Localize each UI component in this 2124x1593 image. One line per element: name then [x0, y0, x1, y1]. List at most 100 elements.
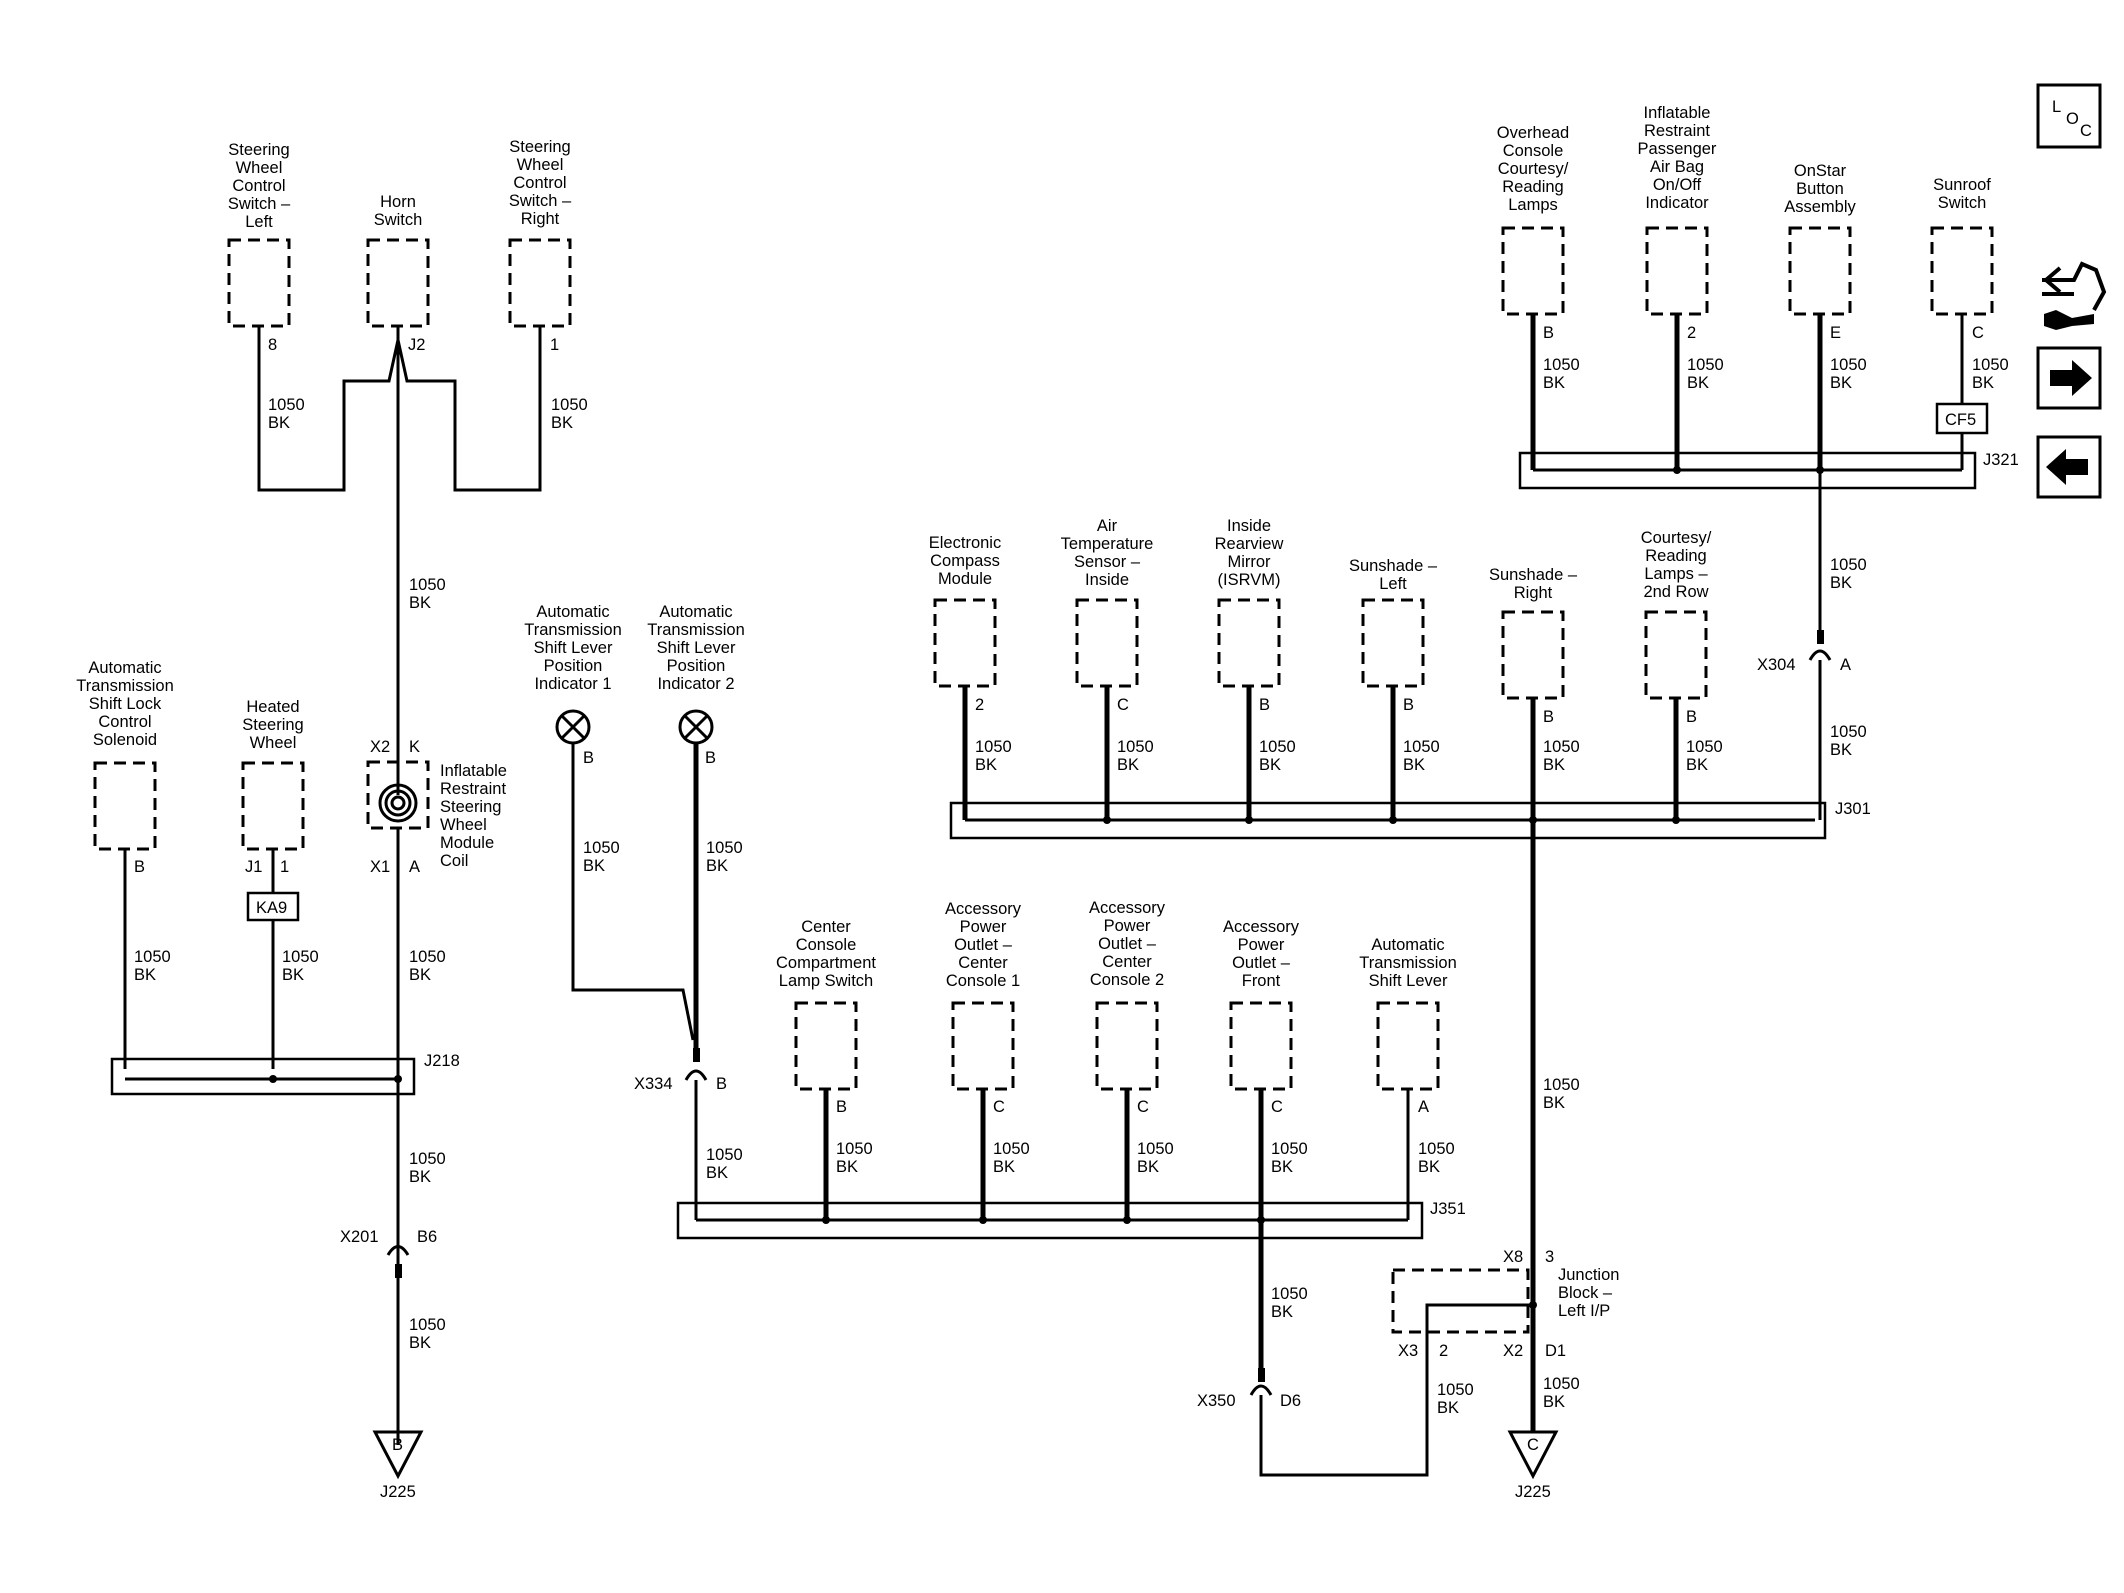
svg-text:1050: 1050 — [583, 839, 620, 857]
svg-text:BK: BK — [1117, 756, 1139, 774]
cf5-label: CF5 — [1945, 411, 1976, 429]
x350-pin — [1258, 1368, 1265, 1382]
svg-text:1050: 1050 — [1117, 738, 1154, 756]
next-page-button[interactable] — [2036, 346, 2102, 410]
sunshade-right-box — [1501, 610, 1565, 700]
wire-label-x304-down: 1050 BK — [1830, 723, 1867, 759]
svg-text:BK: BK — [1271, 1303, 1293, 1321]
svg-text:1050: 1050 — [1403, 738, 1440, 756]
jb-x8-label: X8 — [1503, 1248, 1523, 1266]
sunroof-switch-box — [1930, 226, 1994, 316]
wire-label-courtesy2: 1050 BK — [1686, 738, 1723, 774]
cf5-box — [1935, 402, 1989, 435]
svg-text:BK: BK — [134, 966, 156, 984]
heated-steering-wheel-box — [241, 761, 305, 851]
jb-x8-pin: 3 — [1545, 1248, 1554, 1266]
j218-label: J218 — [424, 1052, 460, 1070]
j301-dot — [1103, 816, 1111, 824]
svg-text:BK: BK — [1830, 374, 1852, 392]
svg-text:BK: BK — [1972, 374, 1994, 392]
wire-label-sunroof: 1050 BK — [1972, 356, 2009, 392]
wire-label-x334-down: 1050 BK — [706, 1146, 743, 1182]
j301-dot — [1389, 816, 1397, 824]
pin-courtesy2: B — [1686, 708, 1697, 726]
cc-lamp-switch-box — [794, 1001, 858, 1091]
wire-label-apo-front: 1050 BK — [1271, 1140, 1308, 1176]
wire-label-sw-right: 1050 BK — [551, 396, 588, 432]
svg-text:BK: BK — [1543, 374, 1565, 392]
svg-text:1050: 1050 — [409, 1150, 446, 1168]
ground-b-name: J225 — [380, 1483, 416, 1501]
pin-apo-cc2: C — [1137, 1098, 1149, 1116]
jb-x2-label: X2 — [1503, 1342, 1523, 1360]
wire-label-airtemp: 1050 BK — [1117, 738, 1154, 774]
svg-text:BK: BK — [282, 966, 304, 984]
pin-ind1: B — [583, 749, 594, 767]
svg-text:BK: BK — [1830, 741, 1852, 759]
pin-cc-lamp: B — [836, 1098, 847, 1116]
ground-c-name: J225 — [1515, 1483, 1551, 1501]
j218-dot — [269, 1075, 277, 1083]
svg-text:BK: BK — [1403, 756, 1425, 774]
previous-page-button[interactable] — [2036, 435, 2102, 499]
svg-text:1050: 1050 — [409, 576, 446, 594]
x201-pin-label: B6 — [417, 1228, 437, 1246]
j321-dot — [1673, 466, 1681, 474]
pin-ind2: B — [705, 749, 716, 767]
svg-text:1050: 1050 — [1830, 556, 1867, 574]
x350-to-junction-block-wire — [1259, 1303, 1532, 1477]
coil-bot-pin: A — [409, 858, 420, 876]
wire-label-x350-to-jb: 1050 BK — [1437, 1381, 1474, 1417]
pin-ats-lever: A — [1418, 1098, 1429, 1116]
arrow-left-icon — [2046, 449, 2088, 485]
j218-dot — [394, 1075, 402, 1083]
svg-text:1050: 1050 — [1137, 1140, 1174, 1158]
svg-text:BK: BK — [1543, 1094, 1565, 1112]
x334-label: X334 — [634, 1075, 673, 1093]
x304-connector-symbol — [1808, 649, 1832, 661]
loc-button[interactable]: L O C — [2036, 83, 2102, 149]
overhead-console-lamps-box — [1501, 226, 1565, 316]
onstar-button-box — [1788, 226, 1852, 316]
x334-pin-label: B — [716, 1075, 727, 1093]
wire-label-j321-down: 1050 BK — [1830, 556, 1867, 592]
svg-text:1050: 1050 — [1418, 1140, 1455, 1158]
svg-text:BK: BK — [836, 1158, 858, 1176]
wire-label-overhead: 1050 BK — [1543, 356, 1580, 392]
j321-label: J321 — [1983, 451, 2019, 469]
splice-j218 — [110, 1057, 416, 1096]
svg-text:BK: BK — [1271, 1158, 1293, 1176]
harness-connector-icon[interactable] — [2042, 261, 2107, 330]
svg-text:1050: 1050 — [1437, 1381, 1474, 1399]
compass-module-box — [933, 598, 997, 688]
svg-text:BK: BK — [583, 857, 605, 875]
x201-pin — [395, 1264, 402, 1278]
svg-text:BK: BK — [1418, 1158, 1440, 1176]
pin-airtemp: C — [1117, 696, 1129, 714]
svg-text:1050: 1050 — [1972, 356, 2009, 374]
wire-label-pab-ind: 1050 BK — [1687, 356, 1724, 392]
ground-c-symbol — [1507, 1430, 1559, 1480]
pin-heated-conn: J1 — [245, 858, 262, 876]
wire-label-atsl: 1050 BK — [134, 948, 171, 984]
wire-label-sw-left: 1050 BK — [268, 396, 305, 432]
pin-atsl: B — [134, 858, 145, 876]
isrvm-box — [1217, 598, 1281, 688]
x334-connector-symbol — [684, 1069, 708, 1081]
pin-sunshade-r: B — [1543, 708, 1554, 726]
wire-label-horn: 1050 BK — [409, 576, 446, 612]
svg-text:BK: BK — [409, 594, 431, 612]
junction-block-left-ip-box — [1391, 1268, 1530, 1334]
pin-onstar: E — [1830, 324, 1841, 342]
indicator-lamp-icon — [678, 709, 714, 745]
svg-text:1050: 1050 — [1271, 1285, 1308, 1303]
svg-text:1050: 1050 — [1543, 356, 1580, 374]
